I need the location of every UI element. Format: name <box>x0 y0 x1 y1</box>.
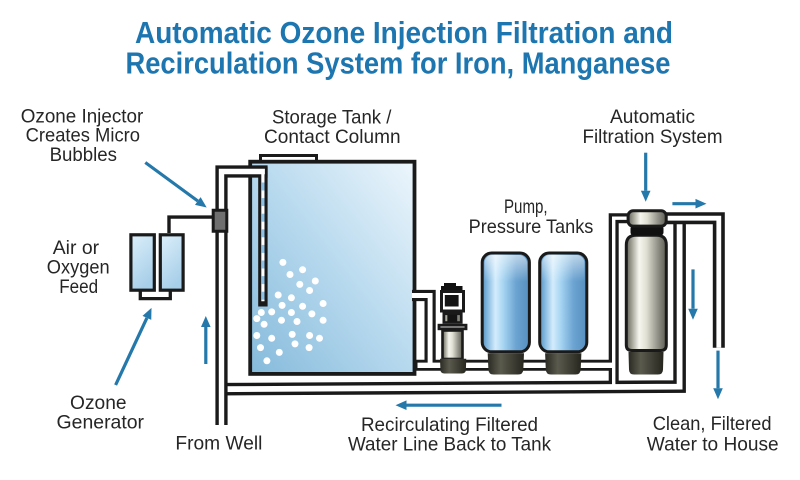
svg-text:Air or: Air or <box>53 237 100 259</box>
svg-text:Recirculation System for Iron,: Recirculation System for Iron, Manganese <box>126 47 671 81</box>
svg-text:Bubbles: Bubbles <box>50 144 118 166</box>
svg-text:Ozone: Ozone <box>70 392 127 414</box>
svg-text:Clean, Filtered: Clean, Filtered <box>653 413 772 435</box>
svg-text:Recirculating Filtered: Recirculating Filtered <box>361 414 538 436</box>
svg-text:Pump,: Pump, <box>504 196 548 218</box>
svg-text:Storage Tank /: Storage Tank / <box>272 106 392 128</box>
svg-text:Feed: Feed <box>59 276 98 298</box>
svg-text:Pressure Tanks: Pressure Tanks <box>469 216 594 238</box>
svg-text:Contact Column: Contact Column <box>264 126 401 148</box>
svg-text:Automatic: Automatic <box>610 106 695 128</box>
svg-text:Automatic Ozone Injection Filt: Automatic Ozone Injection Filtration and <box>135 16 673 50</box>
svg-text:Ozone Injector: Ozone Injector <box>21 105 144 127</box>
svg-text:Water Line Back to Tank: Water Line Back to Tank <box>348 434 551 456</box>
svg-text:From Well: From Well <box>175 432 262 454</box>
svg-text:Oxygen: Oxygen <box>47 256 110 278</box>
svg-text:Generator: Generator <box>57 412 145 434</box>
svg-text:Filtration System: Filtration System <box>583 126 723 148</box>
svg-text:Creates Micro: Creates Micro <box>26 125 141 147</box>
svg-text:Water to House: Water to House <box>647 433 779 455</box>
